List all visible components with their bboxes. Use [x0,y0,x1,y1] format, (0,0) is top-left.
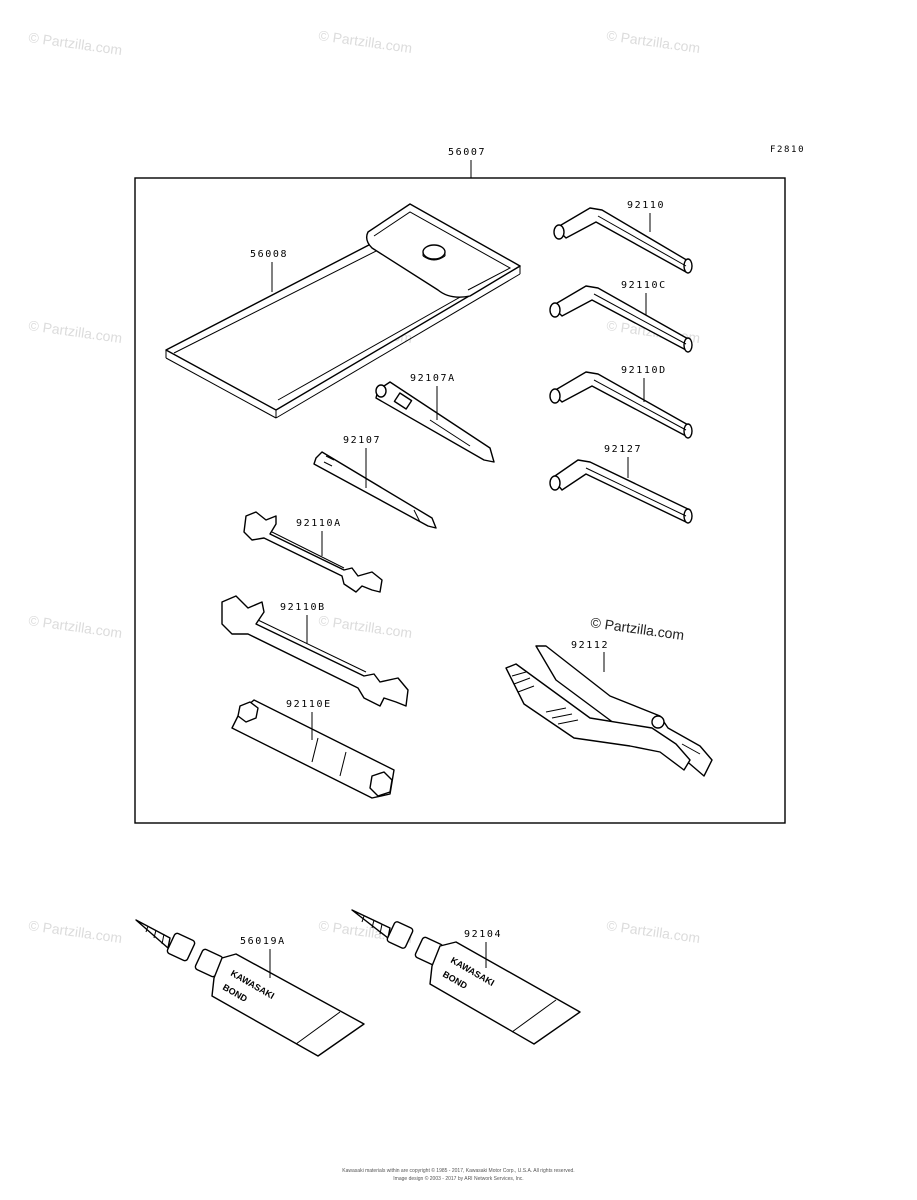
bond-tube-56019A: KAWASAKI BOND [135,919,365,1057]
hex-key-92110C [549,285,693,353]
bond-tube-92104: KAWASAKI BOND [351,909,581,1045]
watermark: © Partzilla.com [318,27,414,56]
hex-key-92127 [549,459,693,524]
part-label-92104[interactable]: 92104 [464,929,502,940]
watermark: © Partzilla.com [28,612,124,641]
part-label-92127[interactable]: 92127 [604,444,642,455]
part-label-56007[interactable]: 56007 [448,147,486,158]
part-label-92110A[interactable]: 92110A [296,518,342,529]
part-label-92107A[interactable]: 92107A [410,373,456,384]
watermark: © Partzilla.com [606,27,702,56]
toolkit-frame [134,177,786,824]
watermark: © Partzilla.com [28,917,124,946]
wrench-92110B [221,595,409,707]
part-label-92110C[interactable]: 92110C [621,280,667,291]
watermark: © Partzilla.com [28,317,124,346]
copyright-line: Image design © 2003 - 2017 by ARI Networ… [393,1176,524,1182]
pliers-92112 [505,645,713,777]
figure-code: F2810 [770,145,805,155]
part-label-56008[interactable]: 56008 [250,249,288,260]
plier-grip-hatch [511,671,579,725]
copyright-line: Kawasaki materials within are copyright … [342,1168,575,1174]
watermark: © Partzilla.com [28,29,124,58]
hex-key-92110D [549,371,693,439]
part-label-92110[interactable]: 92110 [627,200,665,211]
part-label-92107[interactable]: 92107 [343,435,381,446]
wrench-92110A [243,511,383,593]
watermark: © Partzilla.com [590,614,686,643]
screwdriver-bit-92107 [313,451,437,529]
part-label-92110E[interactable]: 92110E [286,699,332,710]
part-label-92110B[interactable]: 92110B [280,602,326,613]
box-spanner-92110E [231,699,395,799]
hex-key-92110 [553,207,693,274]
part-label-92112[interactable]: 92112 [571,640,609,651]
part-label-56019A[interactable]: 56019A [240,936,286,947]
screwdriver-handle-92107A [375,381,495,463]
tool-pouch-56008 [165,203,521,419]
watermark: © Partzilla.com [606,917,702,946]
part-label-92110D[interactable]: 92110D [621,365,667,376]
watermark: © Partzilla.com [318,612,414,641]
